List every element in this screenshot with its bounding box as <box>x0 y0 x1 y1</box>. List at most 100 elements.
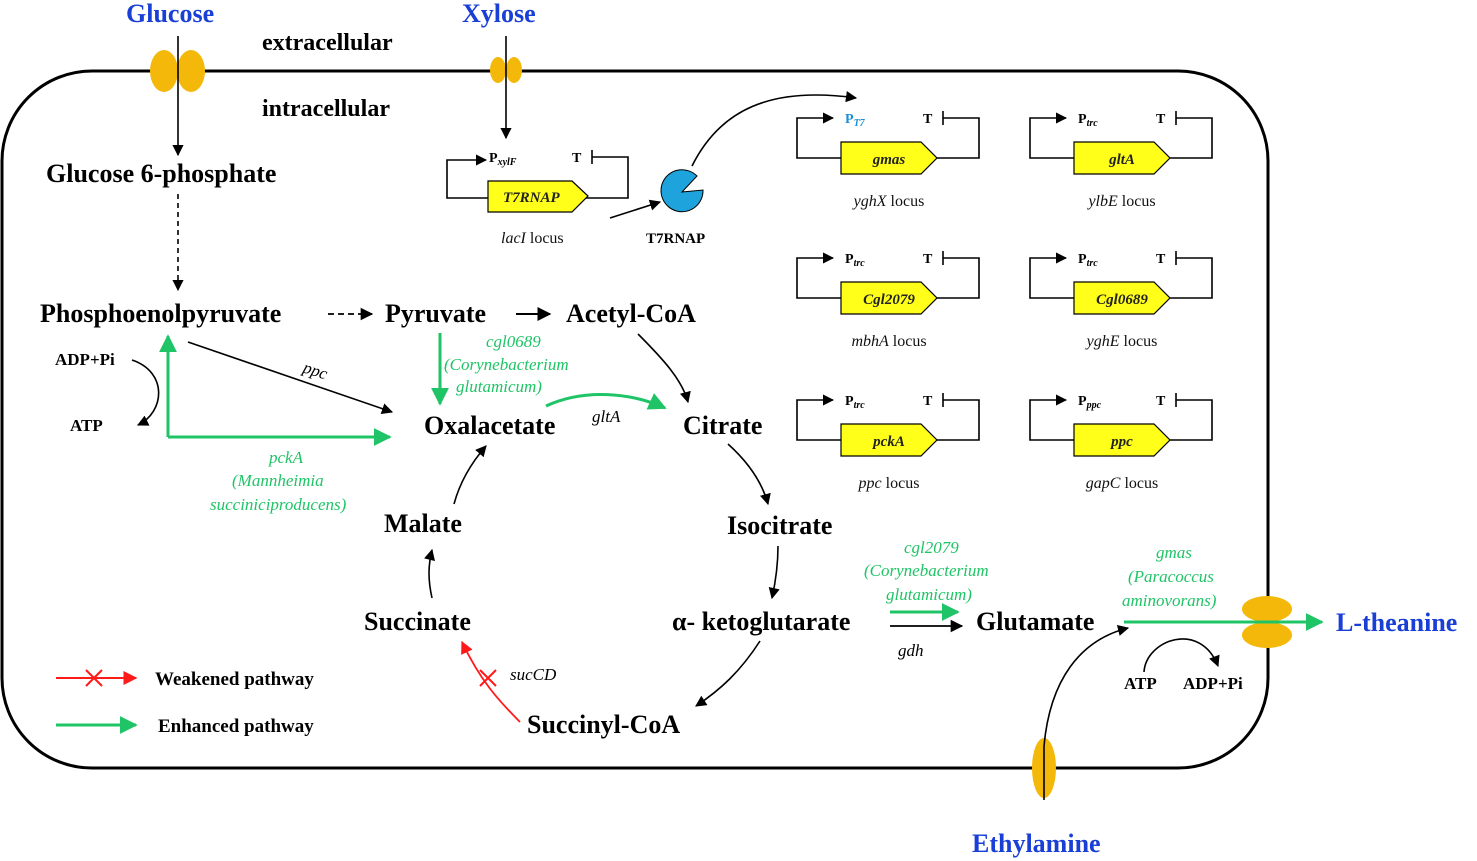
t7rnap-protein-icon <box>660 169 704 213</box>
svg-text:lacI locus: lacI locus <box>501 230 564 247</box>
alpha-ketoglutarate: α- ketoglutarate <box>672 607 850 636</box>
succd-label: sucCD <box>510 665 557 684</box>
cassette-promoter-main: P <box>1078 394 1087 409</box>
legend-enhanced: Enhanced pathway <box>158 716 314 737</box>
atp-right: ATP <box>1124 674 1157 693</box>
t7rnap-locus-word: locus <box>530 230 564 247</box>
citrate: Citrate <box>683 411 762 440</box>
cassette-promoter-main: P <box>1078 252 1087 267</box>
cassette-gene-label: Cgl2079 <box>863 292 915 308</box>
cassette-promoter-sub: T7 <box>854 118 866 129</box>
cassette-promoter-main: P <box>845 112 854 127</box>
t7rnap-protein-label: T7RNAP <box>646 231 705 247</box>
glucose-6-phosphate: Glucose 6-phosphate <box>46 159 276 188</box>
cassette-locus-word: locus <box>893 333 927 350</box>
isocitrate: Isocitrate <box>727 511 832 540</box>
cgl0689-org-2: glutamicum) <box>456 377 542 396</box>
legend: Weakened pathway Enhanced pathway <box>56 669 314 737</box>
cassette-locus: ppc locus <box>858 475 920 492</box>
svg-text:PxylF: PxylF <box>489 151 517 168</box>
cassette-promoter-sub: trc <box>854 400 866 411</box>
cgl2079-org-2: glutamicum) <box>886 585 972 604</box>
acetyl-coa: Acetyl-CoA <box>566 299 696 328</box>
t7rnap-terminator: T <box>572 151 582 166</box>
cassette-terminator: T <box>923 252 933 267</box>
cassette-terminator: T <box>1156 112 1166 127</box>
cassette-gene-label: Cgl0689 <box>1096 292 1148 308</box>
cassette-locus-word: locus <box>1124 475 1158 492</box>
cassette-terminator: T <box>1156 394 1166 409</box>
glta-label: gltA <box>592 407 621 426</box>
cassette-promoter: Ptrc <box>1078 252 1098 269</box>
cassette-terminator: T <box>923 112 933 127</box>
cassette-locus-word: locus <box>891 193 925 210</box>
glutamate: Glutamate <box>976 607 1094 636</box>
ppc-label: ppc <box>300 357 331 383</box>
cassette-locus-gene: ppc <box>858 475 882 492</box>
t7rnap-promoter-sub: xylF <box>497 157 517 168</box>
cassette-locus-word: locus <box>1122 193 1156 210</box>
cassette-locus: gapC locus <box>1086 475 1158 492</box>
cassette-locus-gene: mbhA <box>851 333 889 350</box>
theanine-transporter <box>1242 596 1292 648</box>
xylose-label: Xylose <box>462 0 536 28</box>
cassette-gene-label: gmas <box>872 152 906 168</box>
adp-pi-left: ADP+Pi <box>55 350 115 369</box>
glucose-label: Glucose <box>126 0 214 28</box>
cassette-promoter: Ptrc <box>845 252 865 269</box>
adp-pi-right: ADP+Pi <box>1183 674 1243 693</box>
t7rnap-locus-gene: lacI <box>501 230 527 247</box>
cassette-locus-word: locus <box>1124 333 1158 350</box>
cassette-promoter-main: P <box>845 394 854 409</box>
pcka-label: pckA <box>268 448 304 467</box>
t7rnap-gene: T7RNAP <box>503 190 561 206</box>
phosphoenolpyruvate: Phosphoenolpyruvate <box>40 299 281 328</box>
pcka-org-1: (Mannheimia <box>232 471 324 490</box>
ethylamine-label: Ethylamine <box>972 829 1101 858</box>
sucCD-cross-mark <box>479 669 497 687</box>
cassette-locus: yghE locus <box>1085 333 1158 350</box>
gdh-label: gdh <box>898 641 924 660</box>
cassette-promoter-main: P <box>1078 112 1087 127</box>
cgl2079-label: cgl2079 <box>904 538 959 557</box>
cassette-locus: yghX locus <box>852 193 925 210</box>
cell-membrane <box>0 69 1270 770</box>
product-label: L-theanine <box>1336 608 1457 637</box>
gmas-label: gmas <box>1156 543 1192 562</box>
atp-left: ATP <box>70 416 103 435</box>
malate: Malate <box>384 509 462 538</box>
cassette-locus-word: locus <box>886 475 920 492</box>
cassette-locus: ylbE locus <box>1086 193 1155 210</box>
cassette-promoter: Ptrc <box>845 394 865 411</box>
cassette-locus-gene: yghX <box>852 193 888 210</box>
cassette-terminator: T <box>923 394 933 409</box>
cgl0689-org-1: (Corynebacterium <box>444 355 569 374</box>
cassette-promoter: Pppc <box>1078 394 1102 411</box>
cassette-gene-label: ppc <box>1109 434 1133 450</box>
succinate: Succinate <box>364 607 471 636</box>
cgl2079-org-1: (Corynebacterium <box>864 561 989 580</box>
cassette-gene-label: gltA <box>1108 152 1135 168</box>
cassette-promoter-sub: trc <box>1087 118 1099 129</box>
xylose-transporter <box>490 57 522 83</box>
cassette-promoter-sub: trc <box>854 258 866 269</box>
cassette-locus: mbhA locus <box>851 333 926 350</box>
cassette-promoter-main: P <box>845 252 854 267</box>
gmas-org-2: aminovorans) <box>1122 591 1217 610</box>
intracellular-label: intracellular <box>262 96 390 122</box>
cassette-promoter: Ptrc <box>1078 112 1098 129</box>
cgl0689-label: cgl0689 <box>486 332 541 351</box>
t7rnap-cassette: T7RNAP PxylF T lacI locus <box>446 150 629 247</box>
succinyl-coa: Succinyl-CoA <box>527 710 680 739</box>
cassette-promoter-sub: trc <box>1087 258 1099 269</box>
cassette-locus-gene: gapC <box>1086 475 1121 492</box>
t7rnap-promoter: P <box>489 151 498 166</box>
